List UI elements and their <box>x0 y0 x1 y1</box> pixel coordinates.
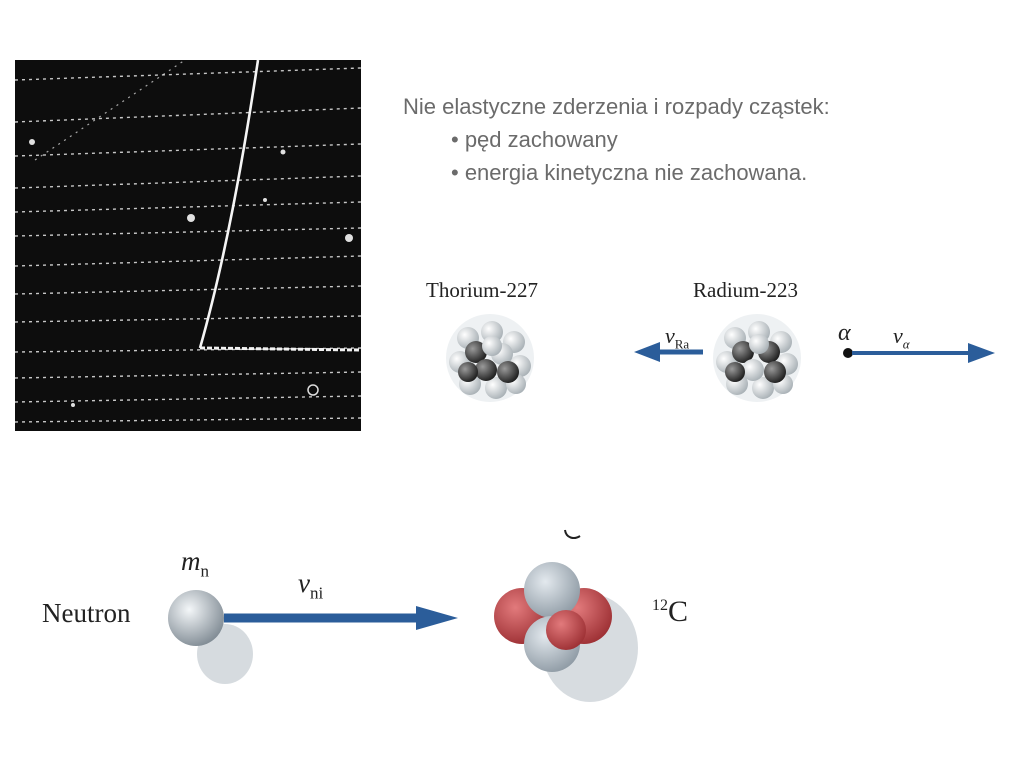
bullet-kinetic-energy: • energia kinetyczna nie zachowana. <box>403 156 1003 189</box>
clipped-label-fragment <box>565 530 580 538</box>
collision-diagram <box>0 520 1024 768</box>
main-horizontal-track <box>200 348 361 350</box>
carbon-12-label: 12C <box>652 595 688 629</box>
neutron-velocity-arrow <box>224 606 458 630</box>
neutron-velocity-label: vni <box>298 568 323 603</box>
alpha-velocity-arrow <box>852 343 995 363</box>
radium-nucleus <box>713 314 801 402</box>
thorium-nucleus <box>446 314 534 402</box>
bubble-chamber-photo <box>15 60 361 431</box>
v-alpha-label: vα <box>893 323 910 352</box>
neutron-ball <box>168 590 224 646</box>
bullet-momentum: • pęd zachowany <box>403 123 1003 156</box>
neutron-label: Neutron <box>42 598 130 629</box>
v-ra-label: vRa <box>665 323 689 352</box>
neutron-mass-label: mn <box>181 546 209 581</box>
heading: Nie elastyczne zderzenia i rozpady cząst… <box>403 90 1003 123</box>
alpha-particle <box>843 348 853 358</box>
text-block: Nie elastyczne zderzenia i rozpady cząst… <box>403 90 1003 189</box>
particle-tracks <box>15 60 361 431</box>
decay-diagram <box>420 300 1010 420</box>
alpha-label: α <box>838 320 851 347</box>
